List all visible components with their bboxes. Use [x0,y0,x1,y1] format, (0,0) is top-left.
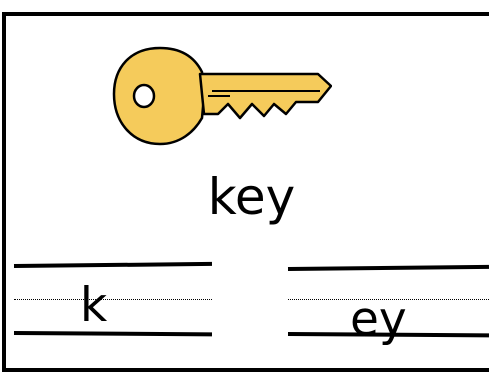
guide-letters-left: k [80,278,108,333]
key-hole [132,83,156,109]
writing-guide-right: ey [287,264,489,347]
word-label: key [207,168,296,226]
guide-top-line [287,264,489,271]
guide-bottom-line [13,331,213,337]
key-bow [112,46,206,146]
flashcard: key k ey [2,12,489,372]
guide-top-line [13,261,213,268]
writing-guide-left: k [13,261,213,340]
guide-mid-line [14,299,212,300]
key-shaft [198,72,332,120]
key-icon [112,46,332,146]
guide-mid-line [288,299,489,300]
guide-letters-right: ey [350,292,407,347]
